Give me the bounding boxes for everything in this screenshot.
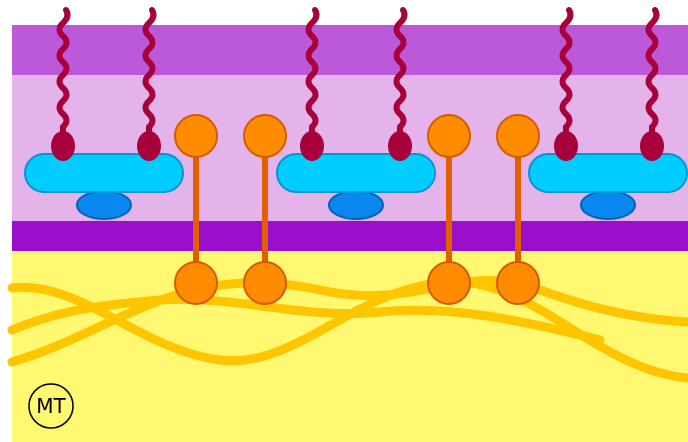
protein-body: [528, 153, 688, 193]
glycan-chain: [56, 7, 71, 139]
outer-layer: [12, 25, 688, 75]
linker-ball-top: [174, 114, 218, 158]
linker: [243, 114, 287, 305]
linker-ball-bottom: [496, 261, 540, 305]
glycan-chain: [142, 7, 157, 139]
linker: [427, 114, 471, 305]
protein-complex: [528, 7, 688, 220]
protein-subunit: [76, 190, 132, 220]
cytoplasm: [12, 251, 688, 442]
protein-body: [24, 153, 184, 193]
filament-3: [7, 294, 605, 345]
glycan-chain: [393, 7, 408, 139]
protein-subunit: [328, 190, 384, 220]
mt-label: MT: [36, 394, 66, 418]
linker-ball-bottom: [243, 261, 287, 305]
linker: [174, 114, 218, 305]
glycan-anchor: [51, 131, 75, 161]
dark-band: [12, 221, 688, 251]
mt-label-badge: MT: [28, 383, 74, 429]
linker-ball-bottom: [427, 261, 471, 305]
protein-subunit: [580, 190, 636, 220]
glycan-chain: [305, 7, 320, 139]
protein-body: [276, 153, 436, 193]
glycan-anchor: [388, 131, 412, 161]
linker-ball-top: [427, 114, 471, 158]
linker: [496, 114, 540, 305]
linker-ball-top: [243, 114, 287, 158]
protein-complex: [24, 7, 184, 220]
glycan-chain: [559, 7, 574, 139]
protein-complex: [276, 7, 436, 220]
glycan-chain: [645, 7, 660, 139]
glycan-anchor: [554, 131, 578, 161]
glycan-anchor: [137, 131, 161, 161]
linkers: [174, 114, 540, 305]
glycan-anchor: [640, 131, 664, 161]
linker-ball-bottom: [174, 261, 218, 305]
mt-label-circle: [28, 383, 74, 429]
glycan-anchor: [300, 131, 324, 161]
protein-complexes: [24, 7, 688, 220]
filaments: [7, 275, 688, 383]
linker-ball-top: [496, 114, 540, 158]
